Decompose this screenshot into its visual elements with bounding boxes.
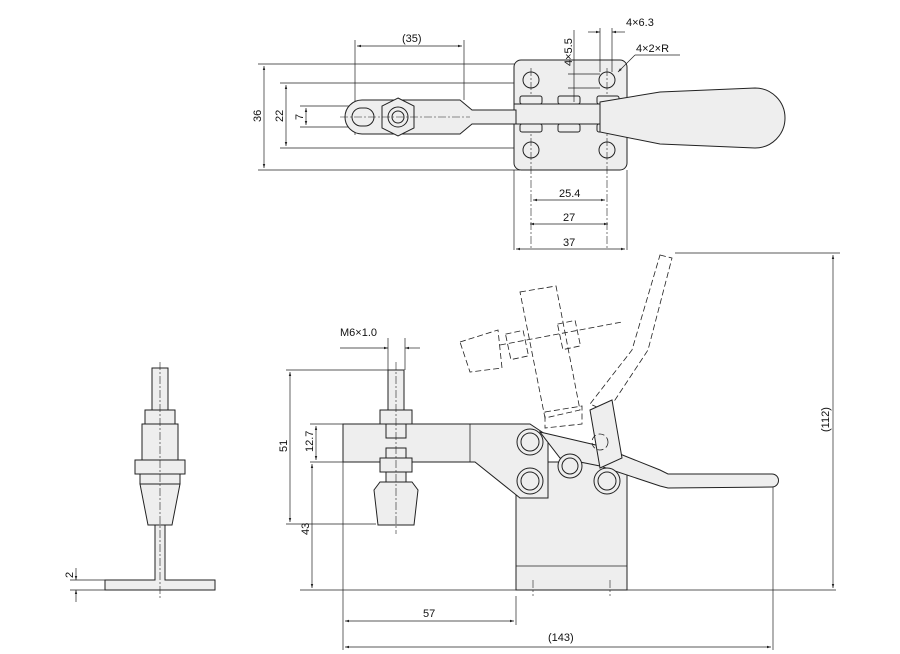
dim-143: (143) <box>548 632 574 644</box>
handle-grip-top <box>599 87 786 149</box>
dim-7: 7 <box>294 114 306 120</box>
dim-4x6-3: 4×6.3 <box>626 17 654 29</box>
dim-4x2xR: 4×2×R <box>636 43 669 55</box>
dim-m6: M6×1.0 <box>340 327 377 339</box>
dim-37: 37 <box>563 237 575 249</box>
dim-12-7: 12.7 <box>304 431 316 452</box>
dim-4x5-5: 4×5.5 <box>563 38 575 66</box>
dim-36: 36 <box>252 110 264 122</box>
dim-35: (35) <box>402 33 422 45</box>
dim-27: 27 <box>563 212 575 224</box>
mounting-holes <box>522 68 616 250</box>
phantom-open-position <box>459 254 673 429</box>
pivot-pins <box>516 428 621 495</box>
front-view: 2 <box>64 362 216 602</box>
dim-112: (112) <box>820 407 832 432</box>
dim-51: 51 <box>278 440 290 452</box>
dim-2: 2 <box>64 572 76 578</box>
dim-22: 22 <box>274 110 286 122</box>
side-view: 51 43 12.7 M6×1.0 57 (143) (112) <box>278 252 840 650</box>
dim-43: 43 <box>300 523 312 535</box>
dim-25-4: 25.4 <box>559 188 580 200</box>
dim-57: 57 <box>423 608 435 620</box>
clamp-arm-side <box>342 423 549 499</box>
front-foot <box>104 524 216 591</box>
top-view: 36 22 7 (35) 25.4 27 37 <box>252 17 786 251</box>
